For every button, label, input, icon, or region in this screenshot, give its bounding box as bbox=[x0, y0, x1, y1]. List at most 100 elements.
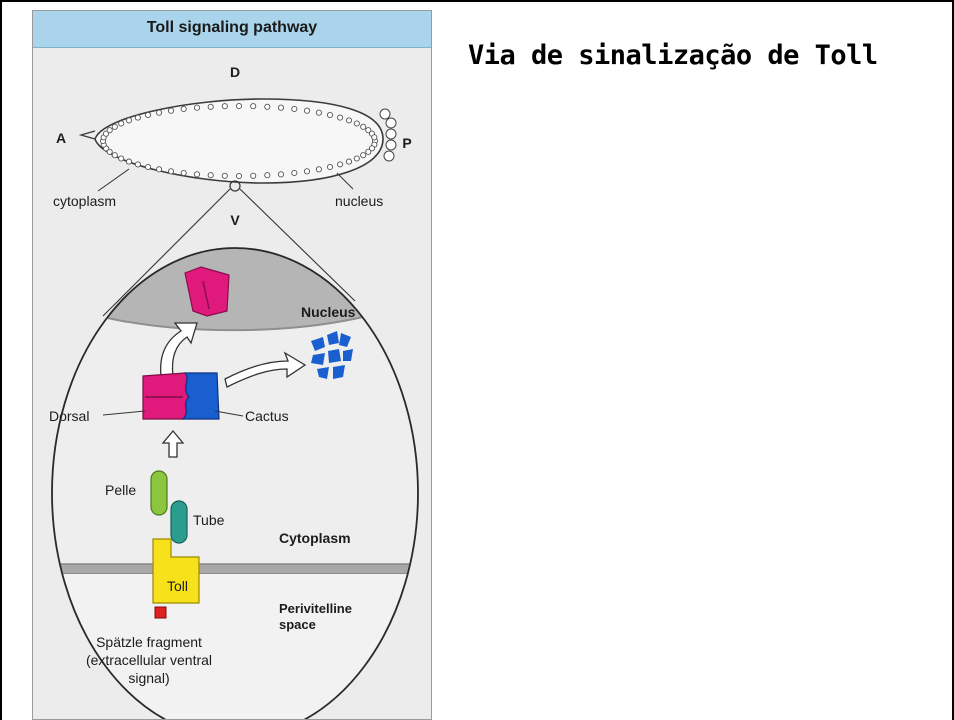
figure-panel: Toll signaling pathway D A P V cytoplasm bbox=[32, 10, 432, 720]
toll-pathway-diagram: D A P V cytoplasm nucleus bbox=[49, 64, 419, 719]
protein-label-dorsal: Dorsal bbox=[49, 408, 89, 424]
embryo-nucleus-dot bbox=[167, 168, 175, 175]
nucleus-region bbox=[52, 248, 418, 331]
embryo-outline bbox=[94, 98, 384, 184]
embryo-nucleus-dot bbox=[291, 105, 298, 113]
embryo-nucleus-dot bbox=[221, 103, 228, 110]
embryo-nucleus-dot bbox=[235, 102, 243, 110]
slide-title: Via de sinalização de Toll bbox=[468, 40, 878, 71]
plasma-membrane bbox=[52, 564, 418, 574]
embryo-nucleus-dot bbox=[118, 155, 125, 162]
figure-title: Toll signaling pathway bbox=[146, 19, 318, 36]
embryo-nucleus-dot bbox=[167, 107, 175, 114]
embryo-nucleus-dot bbox=[337, 161, 344, 168]
zoom-focus-circle bbox=[229, 180, 241, 192]
degraded-cactus bbox=[311, 331, 353, 379]
protein-label-cactus: Cactus bbox=[245, 408, 289, 424]
embryo-nucleus-dot bbox=[134, 114, 141, 121]
arrow-to-complex bbox=[161, 429, 185, 458]
region-label-space: space bbox=[279, 617, 316, 632]
embryo-nucleus-dot bbox=[156, 109, 163, 116]
embryo-nucleus-dot bbox=[277, 171, 285, 178]
region-label-perivitelline: Perivitelline bbox=[279, 601, 352, 616]
embryo-nucleus-dot bbox=[315, 166, 322, 173]
region-label-cytoplasm: Cytoplasm bbox=[279, 530, 351, 546]
embryo-nucleus-dot bbox=[368, 145, 376, 152]
embryo-nucleus-dot bbox=[221, 172, 228, 179]
embryo-nucleus-dot bbox=[207, 172, 214, 179]
embryo-nucleus-dot bbox=[193, 104, 201, 111]
axis-label-posterior: P bbox=[402, 135, 411, 151]
embryo-nucleus-dot bbox=[345, 117, 353, 124]
arrow-to-nucleus bbox=[159, 322, 198, 377]
region-label-nucleus: Nucleus bbox=[301, 304, 356, 320]
embryo-nucleus-dot bbox=[125, 158, 133, 165]
embryo-nucleus-dot bbox=[315, 109, 322, 116]
embryo-label-cytoplasm: cytoplasm bbox=[53, 193, 116, 209]
embryo-nucleus-dot bbox=[371, 134, 378, 141]
embryo bbox=[78, 98, 397, 184]
dorsal-protein bbox=[142, 372, 190, 420]
embryo-nucleus-dot bbox=[360, 123, 367, 130]
figure-header: Toll signaling pathway bbox=[33, 11, 431, 48]
axis-label-ventral: V bbox=[230, 212, 240, 228]
magnified-cell bbox=[51, 247, 419, 719]
cytoplasm-leader bbox=[97, 168, 130, 192]
nucleus-leader bbox=[336, 172, 354, 190]
protein-label-pelle: Pelle bbox=[105, 482, 136, 498]
embryo-nucleus-dot bbox=[365, 127, 372, 134]
embryo-nucleus-dot bbox=[365, 148, 372, 155]
embryo-nucleus-dot bbox=[134, 161, 141, 168]
spatzle-label-line3: signal) bbox=[128, 670, 169, 686]
embryo-nucleus-dot bbox=[360, 152, 367, 159]
embryo-nucleus-dot bbox=[118, 120, 125, 127]
dorsal-leader bbox=[102, 410, 146, 416]
pole-cells bbox=[379, 108, 397, 162]
embryo-nucleus-dot bbox=[264, 172, 271, 179]
embryo-nucleus-dot bbox=[250, 172, 257, 179]
embryo-anterior-tip bbox=[78, 130, 96, 140]
embryo-nucleus-dot bbox=[345, 158, 353, 165]
embryo-nucleus-dot bbox=[106, 148, 113, 155]
embryo-nucleus-dot bbox=[303, 168, 311, 175]
cactus-protein bbox=[181, 372, 220, 420]
zoom-line-left bbox=[102, 188, 231, 317]
embryo-label-nucleus: nucleus bbox=[335, 193, 383, 209]
embryo-nucleus-dot bbox=[303, 107, 311, 114]
embryo-nuclei-ring bbox=[99, 102, 379, 180]
embryo-nucleus-dot bbox=[156, 166, 163, 173]
embryo-nucleus-dot bbox=[235, 172, 243, 180]
embryo-nucleus-dot bbox=[180, 105, 187, 113]
embryo-nucleus-dot bbox=[337, 114, 344, 121]
embryo-nucleus-dot bbox=[277, 104, 285, 111]
embryo-nucleus-dot bbox=[250, 103, 257, 110]
embryo-nucleus-dot bbox=[353, 120, 360, 127]
axis-label-anterior: A bbox=[56, 130, 66, 146]
embryo-nucleus-dot bbox=[180, 169, 187, 177]
embryo-nucleus-dot bbox=[102, 130, 110, 137]
spatzle-label-line2: (extracellular ventral bbox=[86, 652, 212, 668]
dorsal-cactus-complex bbox=[142, 372, 220, 420]
embryo-nucleus-dot bbox=[264, 103, 271, 110]
embryo-nucleus-dot bbox=[193, 171, 201, 178]
embryo-nucleus-dot bbox=[106, 127, 113, 134]
embryo-nucleus-dot bbox=[144, 111, 152, 119]
embryo-nucleus-dot bbox=[111, 152, 118, 159]
dorsal-in-nucleus bbox=[184, 266, 230, 317]
embryo-nucleus-dot bbox=[326, 111, 334, 119]
embryo-nucleus-dot bbox=[111, 123, 118, 130]
embryo-nucleus-dot bbox=[291, 169, 298, 177]
zoom-line-right bbox=[239, 188, 356, 302]
spatzle-label-line1: Spätzle fragment bbox=[96, 634, 202, 650]
embryo-nucleus-dot bbox=[144, 163, 152, 171]
protein-label-toll: Toll bbox=[167, 578, 188, 594]
embryo-nucleus-dot bbox=[326, 163, 334, 171]
cell-outline bbox=[51, 247, 419, 719]
arrow-to-degradation bbox=[224, 351, 307, 388]
tube-protein bbox=[170, 500, 188, 544]
protein-label-tube: Tube bbox=[193, 512, 225, 528]
embryo-nucleus-dot bbox=[125, 117, 133, 124]
embryo-nucleus-dot bbox=[207, 103, 214, 110]
cactus-leader bbox=[214, 410, 244, 417]
